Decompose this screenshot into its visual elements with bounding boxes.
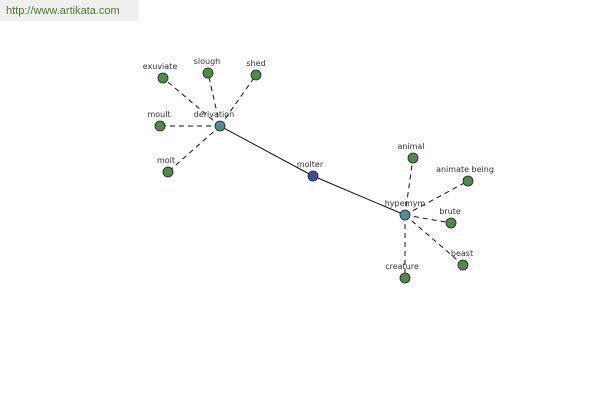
- node-animal[interactable]: [407, 152, 419, 164]
- node-creature[interactable]: [399, 272, 411, 284]
- node-molt[interactable]: [162, 166, 174, 178]
- label-hypernym[interactable]: hypernym: [385, 199, 426, 208]
- label-shed[interactable]: shed: [246, 59, 265, 68]
- node-beast[interactable]: [457, 259, 469, 271]
- node-derivation[interactable]: [214, 120, 226, 132]
- label-animate-being[interactable]: animate being: [436, 165, 494, 174]
- label-exuviate[interactable]: exuviate: [143, 62, 178, 71]
- label-animal[interactable]: animal: [397, 142, 424, 151]
- node-hypernym[interactable]: [399, 209, 411, 221]
- node-brute[interactable]: [445, 217, 457, 229]
- node-molter[interactable]: [307, 170, 319, 182]
- edge-hypernym-beast: [404, 214, 464, 266]
- label-beast[interactable]: beast: [451, 249, 473, 258]
- edge-molter-derivation: [219, 125, 314, 177]
- label-brute[interactable]: brute: [439, 207, 461, 216]
- source-url-banner[interactable]: http://www.artikata.com: [0, 0, 139, 21]
- label-molt[interactable]: molt: [157, 156, 175, 165]
- edge-derivation-slough: [207, 72, 221, 127]
- edge-derivation-shed: [219, 74, 257, 127]
- graph-labels: molter derivation exuviate slough shed moult m…: [143, 57, 494, 271]
- label-creature[interactable]: creature: [385, 262, 419, 271]
- node-shed[interactable]: [250, 69, 262, 81]
- node-slough[interactable]: [202, 67, 214, 79]
- edge-derivation-molt: [167, 125, 221, 173]
- edge-molter-hypernym: [312, 175, 406, 216]
- graph-edges: [160, 72, 469, 278]
- graph-nodes: [154, 67, 474, 284]
- edge-hypernym-brute: [404, 214, 452, 224]
- label-molter[interactable]: molter: [297, 160, 324, 169]
- label-moult[interactable]: moult: [147, 110, 170, 119]
- node-animate-being[interactable]: [462, 175, 474, 187]
- node-moult[interactable]: [154, 120, 166, 132]
- label-slough[interactable]: slough: [194, 57, 221, 66]
- edge-hypernym-animate-being: [404, 180, 469, 216]
- edge-derivation-exuviate: [162, 77, 221, 127]
- label-derivation[interactable]: derivation: [194, 110, 234, 119]
- node-exuviate[interactable]: [157, 72, 169, 84]
- edge-hypernym-animal: [404, 157, 414, 216]
